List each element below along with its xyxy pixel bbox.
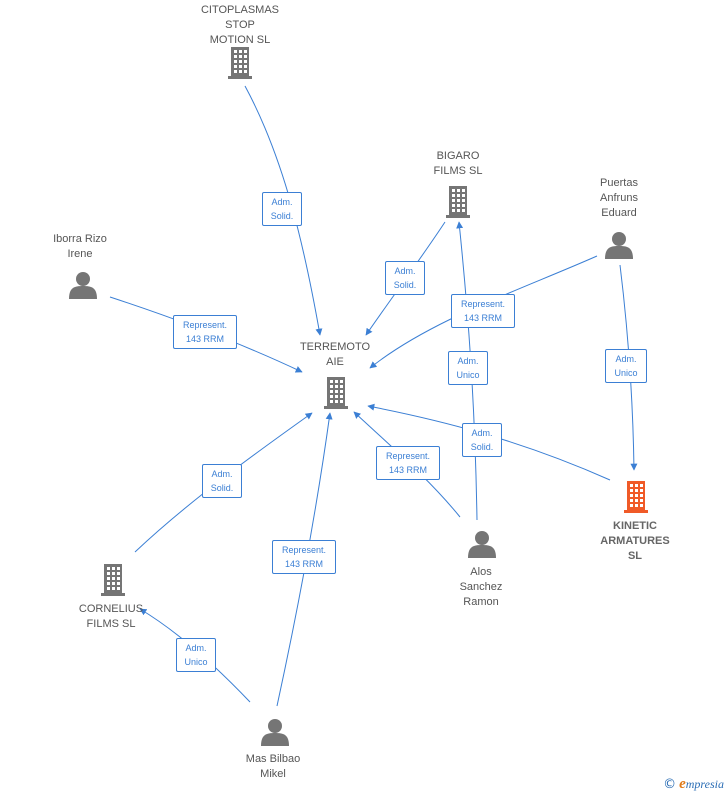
edge-label-e1[interactable]: Adm. Solid.: [262, 192, 302, 226]
edge-label-e3[interactable]: Represent. 143 RRM: [451, 294, 515, 328]
person-icon-iborra[interactable]: [69, 272, 97, 299]
person-icon-puertas[interactable]: [605, 232, 633, 259]
building-icon-citoplasmas[interactable]: [228, 47, 252, 79]
brand-initial: e: [679, 776, 686, 792]
node-label-cornelius[interactable]: CORNELIUS FILMS SL: [78, 603, 144, 630]
edge-label-e7[interactable]: Adm. Solid.: [462, 423, 502, 457]
empresia-logo: ©empresia: [663, 776, 724, 793]
building-icon-cornelius[interactable]: [101, 564, 125, 596]
node-label-mas[interactable]: Mas Bilbao Mikel: [245, 753, 301, 780]
node-label-terremoto[interactable]: TERREMOTO AIE: [299, 341, 371, 368]
building-icon-bigaro[interactable]: [446, 186, 470, 218]
edge-label-e11[interactable]: Adm. Unico: [176, 638, 216, 672]
node-label-iborra[interactable]: Iborra Rizo Irene: [53, 233, 107, 260]
node-label-bigaro[interactable]: BIGARO FILMS SL: [433, 150, 483, 177]
copyright-symbol: ©: [663, 777, 677, 792]
highlighted-building-icon-kinetic[interactable]: [624, 481, 648, 513]
edge-label-e9[interactable]: Adm. Solid.: [202, 464, 242, 498]
node-label-alos[interactable]: Alos Sanchez Ramon: [459, 566, 503, 608]
edge-label-e5[interactable]: Adm. Unico: [605, 349, 647, 383]
person-icon-mas[interactable]: [261, 719, 289, 746]
edge-label-e2[interactable]: Adm. Solid.: [385, 261, 425, 295]
node-label-citoplasmas[interactable]: CITOPLASMAS STOP MOTION SL: [200, 4, 280, 46]
person-icon-alos[interactable]: [468, 531, 496, 558]
edge-label-e4[interactable]: Adm. Unico: [448, 351, 488, 385]
edge-label-e6[interactable]: Represent. 143 RRM: [173, 315, 237, 349]
edge-label-e8[interactable]: Represent. 143 RRM: [376, 446, 440, 480]
building-icon-terremoto[interactable]: [324, 377, 348, 409]
node-label-kinetic[interactable]: KINETIC ARMATURES SL: [600, 520, 670, 562]
brand-name: mpresia: [685, 777, 724, 791]
edge-label-e10[interactable]: Represent. 143 RRM: [272, 540, 336, 574]
node-label-puertas[interactable]: Puertas Anfruns Eduard: [600, 177, 638, 219]
